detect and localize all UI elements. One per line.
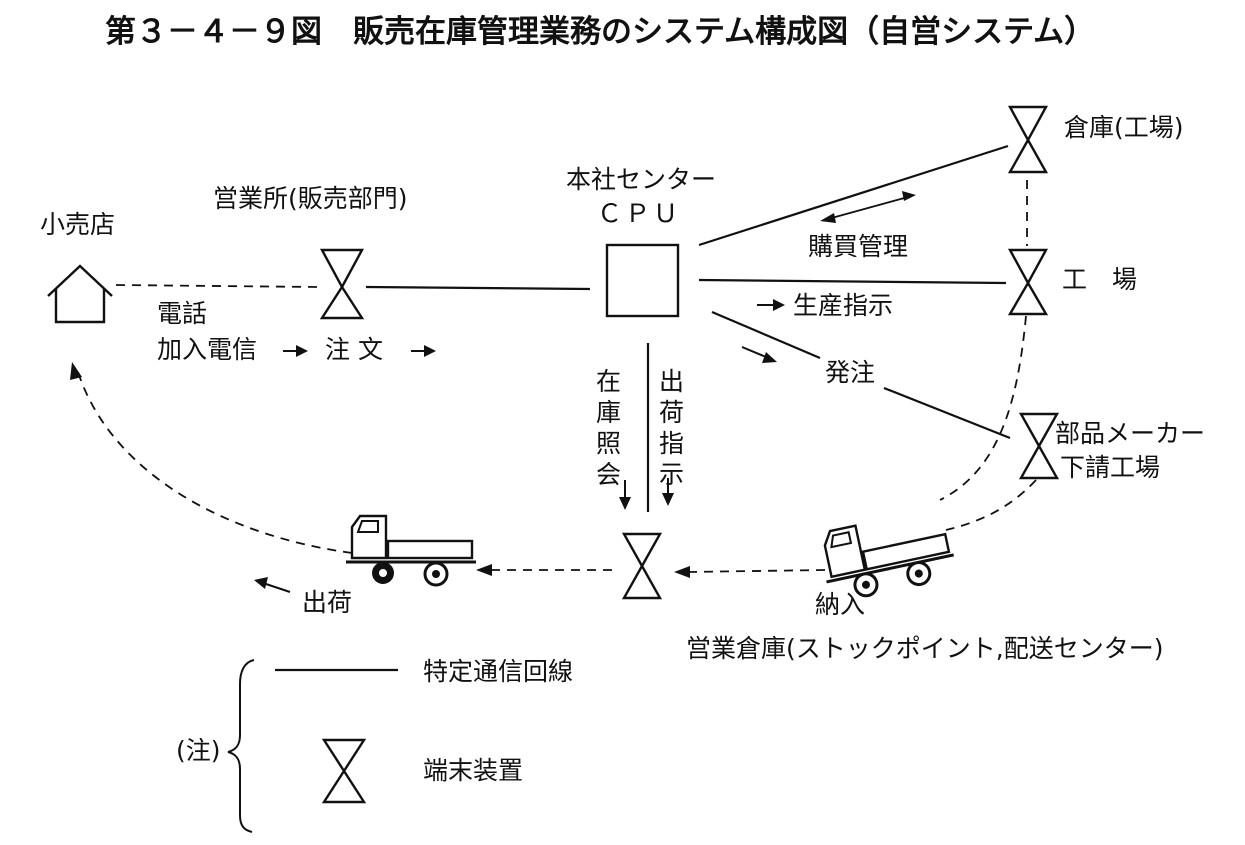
line-cpu-to-parts-maker-a bbox=[711, 310, 821, 360]
label-purchase-management: 購買管理 bbox=[808, 232, 908, 261]
dash-store-to-office bbox=[115, 284, 319, 288]
label-subcontract-factory: 下請工場 bbox=[1060, 453, 1160, 482]
label-purchase-order: 発注 bbox=[825, 358, 875, 387]
line-cpu-to-factory bbox=[698, 278, 1007, 285]
shipping-instruction-arrow bbox=[662, 478, 674, 506]
label-order: 注 文 bbox=[325, 335, 383, 364]
cpu-box-icon bbox=[605, 243, 680, 318]
terminal-sales-office-icon bbox=[319, 248, 365, 320]
terminal-parts-maker-icon bbox=[1018, 412, 1060, 480]
terminal-factory-icon bbox=[1007, 248, 1049, 316]
order-arrows bbox=[283, 345, 436, 357]
label-parts-maker: 部品メーカー bbox=[1055, 419, 1205, 448]
legend-brace bbox=[227, 659, 255, 833]
label-warehouse-factory: 倉庫(工場) bbox=[1064, 113, 1184, 142]
inbound-truck-icon bbox=[823, 524, 954, 598]
arrowhead-into-outbound-truck bbox=[476, 564, 492, 576]
label-inventory-inquiry: 在庫照会 bbox=[593, 368, 622, 492]
terminal-warehouse-icon bbox=[1007, 105, 1049, 174]
line-office-to-cpu bbox=[365, 285, 591, 291]
shipping-out-arrow bbox=[254, 577, 291, 593]
purchase-order-arrow bbox=[741, 346, 777, 363]
label-shipping-out: 出荷 bbox=[302, 588, 352, 617]
dash-truck-to-sales-warehouse bbox=[685, 569, 826, 573]
label-phone: 電話 bbox=[157, 299, 207, 328]
outbound-truck-icon bbox=[346, 514, 476, 587]
terminal-sales-warehouse-icon bbox=[621, 532, 663, 600]
arrowhead-into-sales-warehouse bbox=[674, 566, 690, 578]
line-cpu-to-parts-maker-b bbox=[883, 386, 1011, 440]
legend-terminal-icon bbox=[321, 738, 367, 804]
line-cpu-to-warehouse bbox=[698, 144, 1009, 247]
purchase-management-arrows bbox=[820, 191, 916, 223]
inventory-inquiry-arrow bbox=[619, 480, 631, 510]
legend-note: (注) bbox=[176, 736, 221, 765]
label-shipping-instruction: 出荷指示 bbox=[656, 368, 685, 492]
production-instruction-arrow bbox=[757, 299, 785, 311]
arrowhead-into-store bbox=[70, 362, 82, 380]
label-cpu: ＣＰＵ bbox=[597, 199, 681, 228]
dash-factory-to-truck bbox=[939, 315, 1027, 501]
retail-store-house-icon bbox=[47, 264, 113, 324]
legend-dedicated-line: 特定通信回線 bbox=[423, 657, 573, 686]
figure-title: 第３－４－９図 販売在庫管理業務のシステム構成図（自営システム） bbox=[105, 14, 1095, 50]
label-subscriber-telegraph: 加入電信 bbox=[157, 335, 257, 364]
label-factory: 工 場 bbox=[1062, 265, 1137, 294]
dash-parts-maker-to-truck bbox=[945, 479, 1037, 531]
label-hq-center: 本社センター bbox=[566, 165, 716, 194]
label-sales-office: 営業所(販売部門) bbox=[213, 184, 408, 213]
legend-terminal-device: 端末装置 bbox=[423, 756, 523, 785]
label-production-instruction: 生産指示 bbox=[793, 291, 893, 320]
label-sales-warehouse: 営業倉庫(ストックポイント,配送センター) bbox=[686, 634, 1163, 663]
label-retail-store: 小売店 bbox=[40, 210, 115, 239]
dash-truck-to-store bbox=[77, 371, 353, 554]
label-delivery-in: 納入 bbox=[815, 590, 865, 619]
